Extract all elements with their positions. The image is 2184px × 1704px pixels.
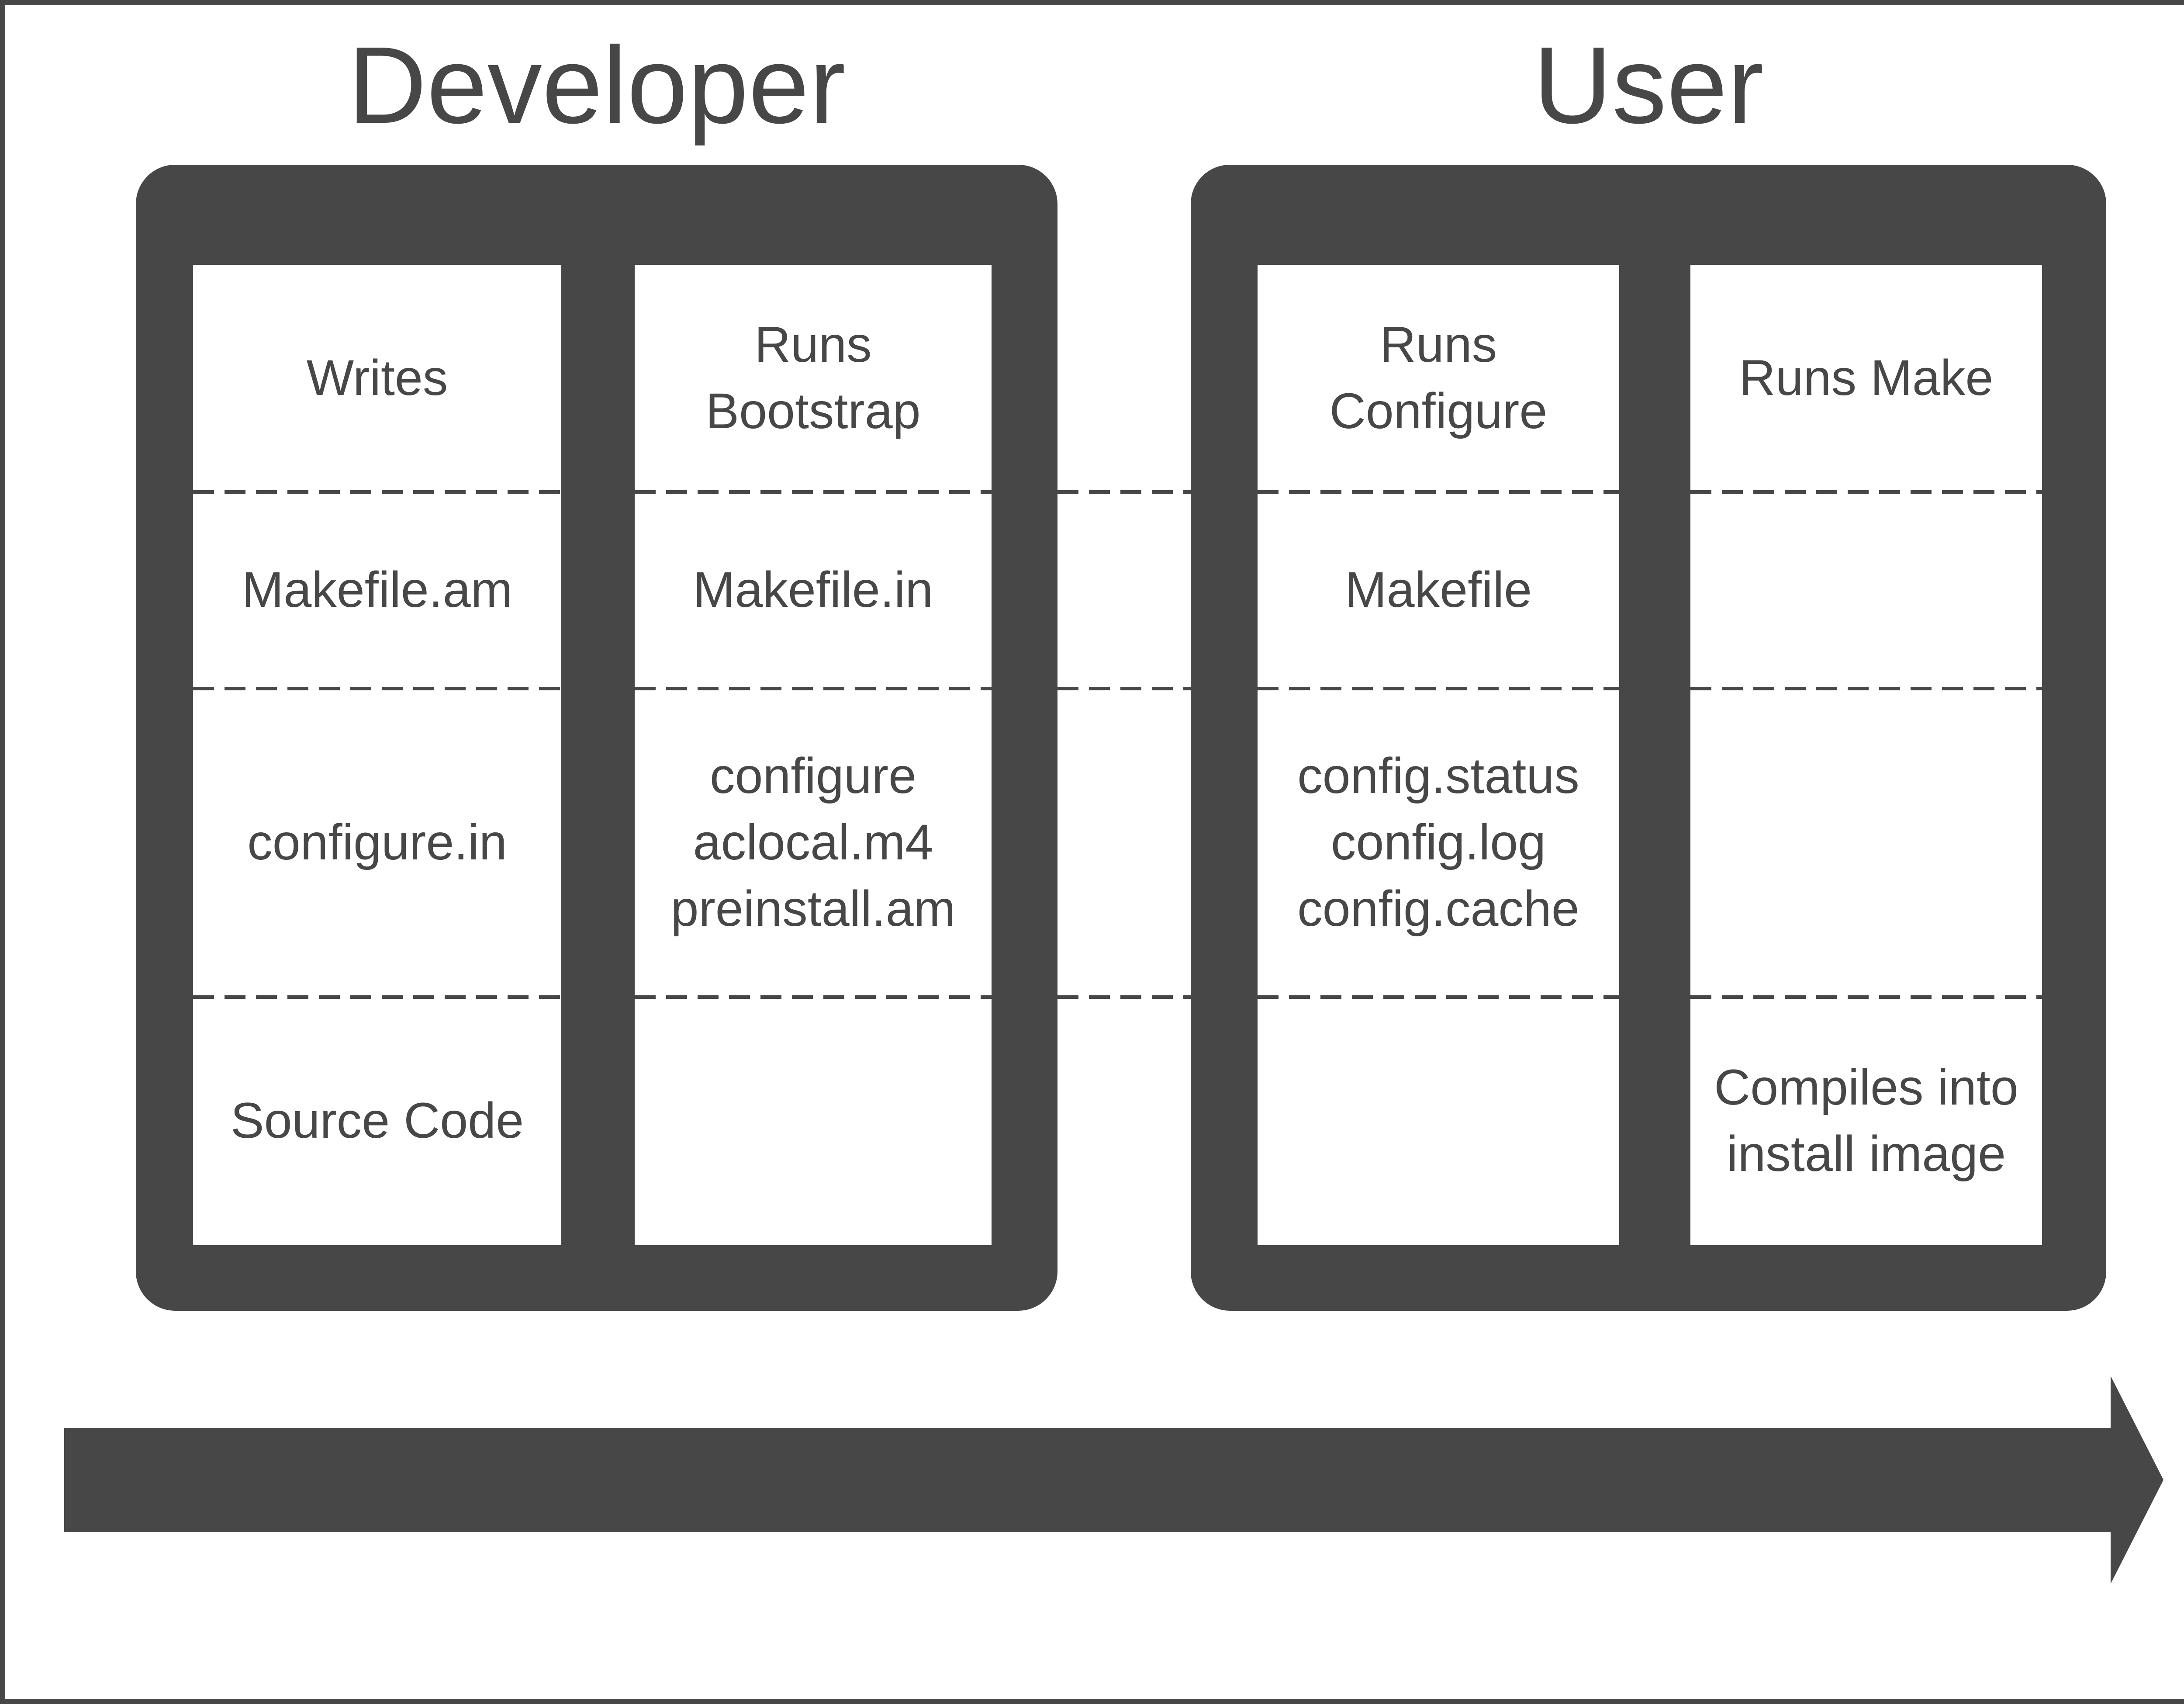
row-separator-dashed: [1690, 687, 2042, 690]
cell-runs-make: Runs Make: [1690, 265, 2042, 492]
cell-text: Makefile.am: [242, 562, 513, 618]
cell-empty: [1258, 997, 1619, 1245]
row-separator-dashed: [635, 687, 992, 690]
cell-text: Source Code: [230, 1093, 524, 1149]
cell-configure-aclocal-preinstall: configure aclocal.m4 preinstall.am: [635, 689, 992, 997]
row-separator-dashed: [193, 490, 561, 494]
row-separator-dashed: [193, 995, 561, 999]
cell-text: Makefile: [1344, 562, 1532, 618]
gap-separator-dashed: [1057, 490, 1191, 494]
cell-configure-in: configure.in: [193, 689, 561, 997]
gap-separator-dashed: [1057, 687, 1191, 690]
cell-text: Runs Make: [1739, 350, 1994, 406]
cell-text: configure aclocal.m4 preinstall.am: [670, 748, 956, 937]
user-configure-column: Runs Configure Makefile config.status co…: [1258, 265, 1619, 1245]
cell-runs-configure: Runs Configure: [1258, 265, 1619, 492]
row-separator-dashed: [635, 995, 992, 999]
cell-makefile: Makefile: [1258, 492, 1619, 689]
row-separator-dashed: [635, 490, 992, 494]
row-separator-dashed: [1258, 687, 1619, 690]
user-make-column: Runs Make Compiles into install image: [1690, 265, 2042, 1245]
right-arrow-icon: [2111, 1376, 2163, 1584]
cell-text: config.status config.log config.cache: [1297, 748, 1579, 937]
gap-separator-dashed: [1057, 995, 1191, 999]
row-separator-dashed: [1258, 490, 1619, 494]
cell-config-outputs: config.status config.log config.cache: [1258, 689, 1619, 997]
cell-writes: Writes: [193, 265, 561, 492]
cell-text: Runs Configure: [1329, 317, 1548, 439]
developer-box: Writes Makefile.am configure.in Source C…: [136, 165, 1057, 1311]
user-box: Runs Configure Makefile config.status co…: [1191, 165, 2106, 1311]
cell-text: Makefile.in: [693, 562, 933, 618]
developer-section-title: Developer: [348, 24, 846, 146]
arrow-shaft: [64, 1428, 2111, 1532]
developer-writes-column: Writes Makefile.am configure.in Source C…: [193, 265, 561, 1245]
developer-bootstrap-column: Runs Bootstrap Makefile.in configure acl…: [635, 265, 992, 1245]
row-separator-dashed: [1690, 490, 2042, 494]
cell-text: Writes: [306, 350, 448, 406]
row-separator-dashed: [193, 687, 561, 690]
row-separator-dashed: [1258, 995, 1619, 999]
cell-compiles-install-image: Compiles into install image: [1690, 997, 2042, 1245]
cell-runs-bootstrap: Runs Bootstrap: [635, 265, 992, 492]
row-separator-dashed: [1690, 995, 2042, 999]
cell-text: Compiles into install image: [1714, 1060, 2018, 1182]
cell-makefile-in: Makefile.in: [635, 492, 992, 689]
cell-text: Runs Bootstrap: [705, 317, 921, 439]
cell-source-code: Source Code: [193, 997, 561, 1245]
cell-text: configure.in: [247, 814, 507, 871]
cell-makefile-am: Makefile.am: [193, 492, 561, 689]
cell-empty: [635, 997, 992, 1245]
cell-empty: [1690, 492, 2042, 689]
user-section-title: User: [1533, 24, 1764, 146]
cell-empty: [1690, 689, 2042, 997]
